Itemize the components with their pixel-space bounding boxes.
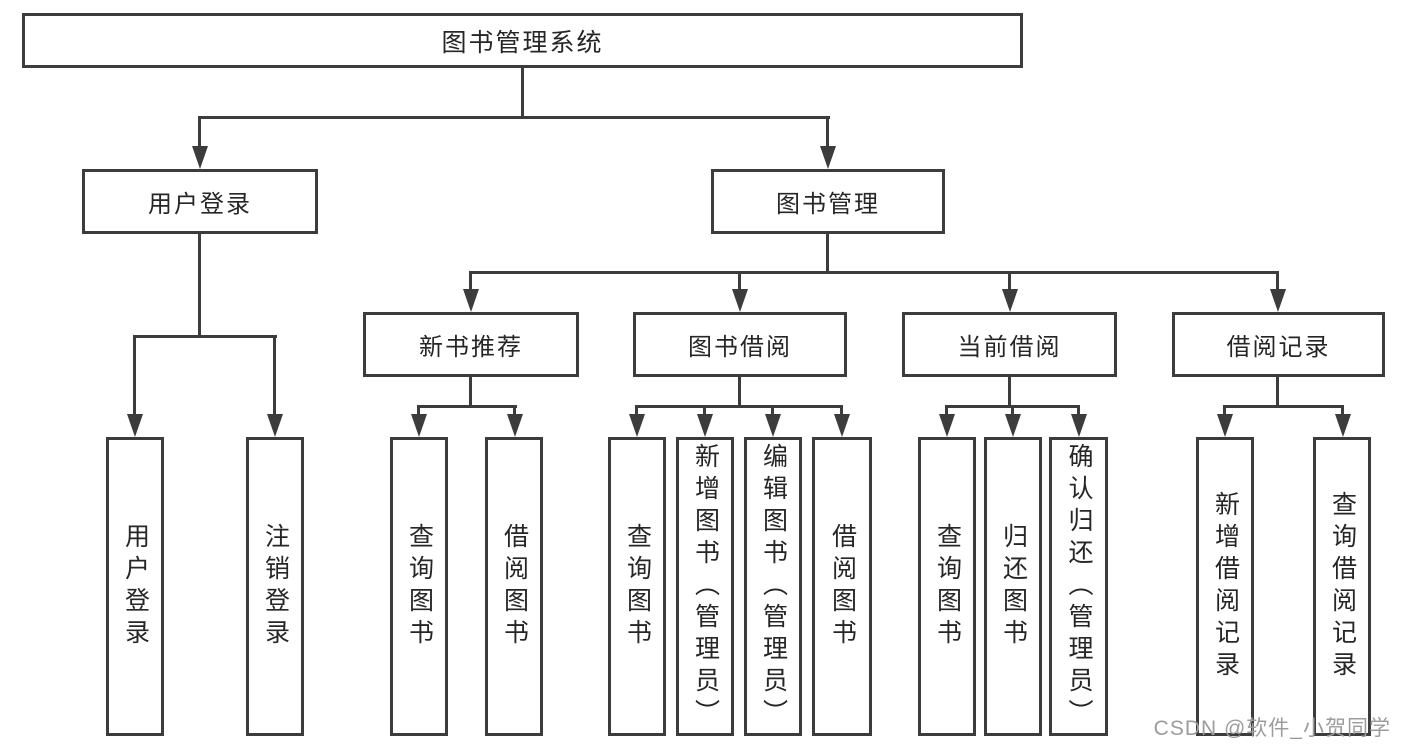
connector-line [198,234,201,337]
connector-line [826,117,829,149]
node-current-borrow: 当前借阅 [902,312,1117,377]
leaf-label: 注销登录 [261,522,290,651]
connector-line [513,406,516,417]
arrowhead-down-icon [1217,414,1233,437]
leaf-current-query: 查询图书 [918,437,976,736]
arrowhead-down-icon [411,414,427,437]
arrowhead-down-icon [1002,289,1018,312]
leaf-newbook-borrow: 借阅图书 [485,437,543,736]
leaf-label: 查询图书 [623,522,652,651]
connector-line [198,117,201,149]
leaf-label: 查询图书 [933,522,962,651]
node-new-book-recommend: 新书推荐 [363,312,579,377]
leaf-record-add: 新增借阅记录 [1196,437,1254,736]
arrowhead-down-icon [507,414,523,437]
leaf-label: 用户登录 [121,522,150,651]
connector-line [469,377,472,408]
arrowhead-down-icon [1071,414,1087,437]
arrowhead-down-icon [1335,414,1351,437]
leaf-label: 编辑图书（管理员） [759,442,788,731]
connector-line [1341,406,1344,417]
connector-line [771,406,774,417]
connector-line [273,336,276,417]
connector-line [738,377,741,408]
connector-line [1077,406,1080,417]
connector-line [469,272,472,292]
leaf-borrow-edit-admin: 编辑图书（管理员） [744,437,802,736]
connector-line [417,406,420,417]
arrowhead-down-icon [732,289,748,312]
connector-line [469,271,1279,274]
node-label: 新书推荐 [419,334,523,361]
arrowhead-down-icon [765,414,781,437]
node-label: 图书借阅 [688,334,792,361]
leaf-borrow-add-admin: 新增图书（管理员） [676,437,734,736]
node-borrow-record: 借阅记录 [1172,312,1385,377]
connector-line [635,405,843,408]
connector-line [635,406,638,417]
connector-line [133,336,136,417]
leaf-label: 新增借阅记录 [1211,490,1240,683]
arrowhead-down-icon [267,414,283,437]
connector-line [417,405,517,408]
leaf-label: 查询借阅记录 [1328,490,1357,683]
leaf-record-query: 查询借阅记录 [1313,437,1371,736]
connector-line [521,68,524,119]
connector-line [198,116,830,119]
arrowhead-down-icon [820,146,836,169]
connector-line [1223,406,1226,417]
leaf-label: 新增图书（管理员） [691,442,720,731]
leaf-current-return: 归还图书 [984,437,1042,736]
connector-line [738,272,741,292]
connector-line [826,234,829,274]
leaf-borrow-borrow: 借阅图书 [812,437,872,736]
arrowhead-down-icon [463,289,479,312]
connector-line [840,406,843,417]
leaf-label: 归还图书 [999,522,1028,651]
leaf-user-login: 用户登录 [106,437,164,736]
node-label: 用户登录 [148,191,252,218]
leaf-logout: 注销登录 [246,437,304,736]
node-book-borrow: 图书借阅 [633,312,847,377]
connector-line [133,335,277,338]
node-label: 当前借阅 [957,334,1062,361]
csdn-watermark: CSDN @软件_小贺同学 [1153,717,1391,740]
node-user-login: 用户登录 [82,169,318,234]
node-label: 图书管理 [776,191,880,218]
node-book-management: 图书管理 [711,169,945,234]
node-system-root: 图书管理系统 [22,13,1023,68]
arrowhead-down-icon [629,414,645,437]
leaf-label: 借阅图书 [828,522,857,651]
connector-line [1011,406,1014,417]
leaf-newbook-query: 查询图书 [390,437,448,736]
arrowhead-down-icon [939,414,955,437]
arrowhead-down-icon [834,414,850,437]
connector-line [1276,377,1279,408]
arrowhead-down-icon [697,414,713,437]
node-label: 图书管理系统 [441,28,604,57]
node-label: 借阅记录 [1226,334,1331,361]
leaf-current-confirm-admin: 确认归还（管理员） [1049,437,1108,736]
leaf-borrow-query: 查询图书 [608,437,666,736]
connector-line [1008,377,1011,408]
connector-line [945,406,948,417]
arrowhead-down-icon [127,414,143,437]
leaf-label: 查询图书 [405,522,434,651]
leaf-label: 借阅图书 [500,522,529,651]
connector-line [1008,272,1011,292]
arrowhead-down-icon [1005,414,1021,437]
arrowhead-down-icon [192,146,208,169]
leaf-label: 确认归还（管理员） [1065,442,1093,731]
connector-line [703,406,706,417]
arrowhead-down-icon [1270,289,1286,312]
connector-line [1223,405,1344,408]
connector-line [1276,272,1279,292]
